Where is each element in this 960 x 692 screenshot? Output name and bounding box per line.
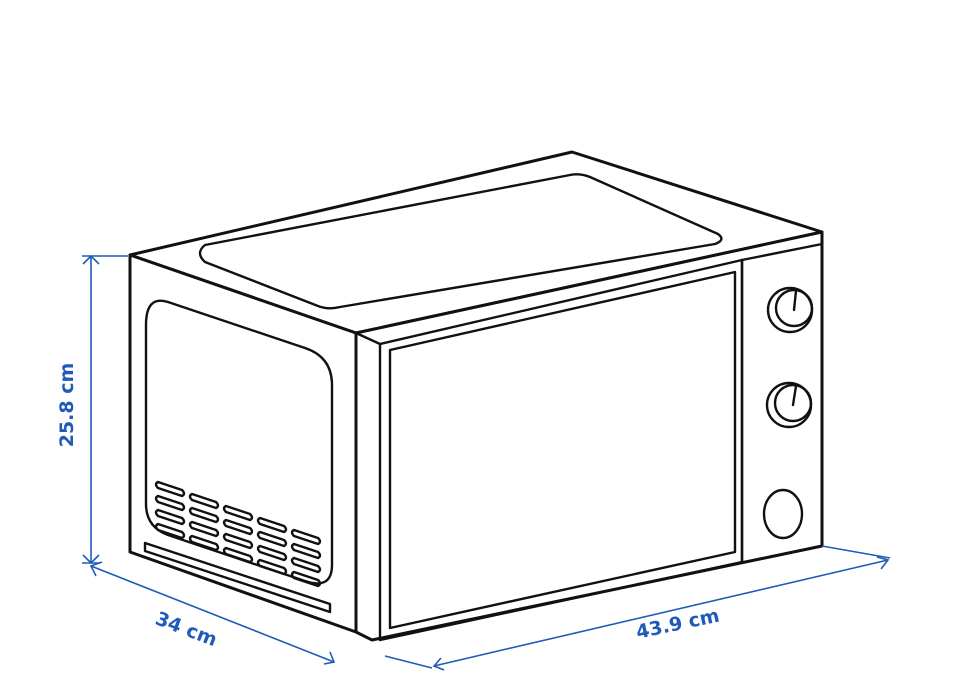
vent-slot xyxy=(256,558,288,576)
vent-slot xyxy=(290,528,322,546)
vent-slot xyxy=(290,570,322,588)
side-vents xyxy=(154,480,322,588)
vent-slot xyxy=(154,522,186,540)
control-panel-top xyxy=(740,242,824,262)
timer-knob-icon[interactable] xyxy=(766,286,814,334)
power-knob-icon[interactable] xyxy=(765,381,813,429)
vent-slot xyxy=(188,492,220,510)
door-window xyxy=(388,270,737,630)
side-foot-strip xyxy=(143,541,332,614)
vent-slot xyxy=(290,542,322,560)
door-release-button-icon[interactable] xyxy=(762,488,804,540)
vent-slot xyxy=(290,556,322,574)
vent-slot xyxy=(222,504,254,522)
front-bevel-top xyxy=(354,331,382,346)
vent-slot xyxy=(256,530,288,548)
vent-slot xyxy=(188,506,220,524)
width-label: 43.9 cm xyxy=(634,605,721,644)
vent-slot xyxy=(256,516,288,534)
vent-slot xyxy=(154,480,186,498)
vent-slot xyxy=(222,518,254,536)
top-recess xyxy=(198,173,723,310)
microwave-outline xyxy=(128,150,824,642)
vent-slot xyxy=(222,532,254,550)
depth-label: 34 cm xyxy=(152,608,220,652)
vent-slot xyxy=(256,544,288,562)
vent-slot xyxy=(188,534,220,552)
vent-slot xyxy=(154,508,186,526)
height-label: 25.8 cm xyxy=(56,363,78,448)
vent-slot xyxy=(188,520,220,538)
vent-slot xyxy=(222,546,254,564)
vent-slot xyxy=(154,494,186,512)
height-dimension: 25.8 cm xyxy=(56,254,128,565)
